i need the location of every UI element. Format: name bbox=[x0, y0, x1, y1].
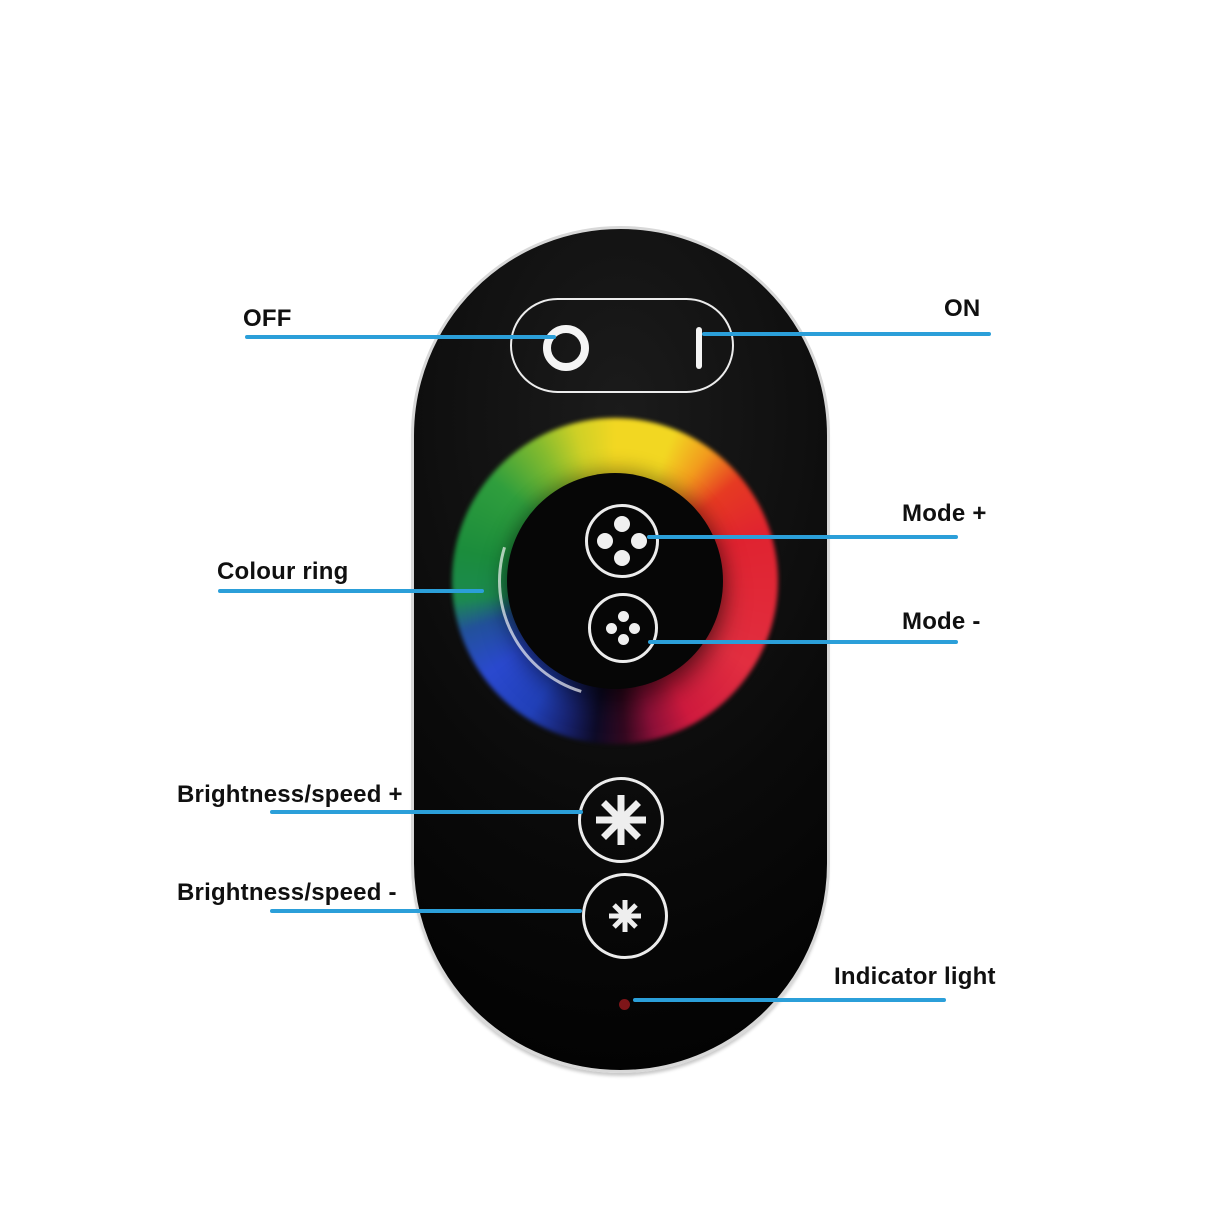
dot-icon bbox=[614, 516, 630, 532]
label-colour-ring: Colour ring bbox=[217, 558, 349, 585]
label-brightness-minus: Brightness/speed - bbox=[177, 879, 397, 906]
dot-icon bbox=[614, 550, 630, 566]
dot-icon bbox=[606, 622, 617, 634]
label-indicator: Indicator light bbox=[834, 963, 996, 990]
power-on-icon[interactable] bbox=[696, 327, 702, 369]
dot-icon bbox=[631, 533, 647, 549]
dot-icon bbox=[629, 622, 640, 634]
colour-ring-leader-line bbox=[218, 589, 484, 593]
indicator-leader-line bbox=[633, 998, 946, 1002]
dot-icon bbox=[597, 533, 613, 549]
indicator-light-dot bbox=[619, 999, 630, 1010]
dot-icon bbox=[617, 611, 629, 622]
off-leader-line bbox=[245, 335, 556, 339]
mode-plus-button[interactable] bbox=[585, 504, 659, 578]
power-off-icon[interactable] bbox=[543, 325, 589, 371]
asterisk-large-icon bbox=[596, 795, 646, 845]
colour-ring[interactable] bbox=[452, 418, 778, 744]
label-mode-plus: Mode + bbox=[902, 500, 987, 527]
on-leader-line bbox=[702, 332, 991, 336]
asterisk-small-icon bbox=[609, 900, 641, 932]
label-mode-minus: Mode - bbox=[902, 608, 981, 635]
brightness-minus-leader-line bbox=[270, 909, 582, 913]
label-brightness-plus: Brightness/speed + bbox=[177, 781, 403, 808]
power-switch[interactable] bbox=[510, 298, 734, 393]
brightness-plus-button[interactable] bbox=[578, 777, 664, 863]
mode-minus-button[interactable] bbox=[588, 593, 658, 663]
mode-minus-leader-line bbox=[648, 640, 958, 644]
brightness-plus-leader-line bbox=[270, 810, 583, 814]
dot-icon bbox=[617, 634, 629, 645]
remote-body bbox=[411, 226, 830, 1073]
label-off: OFF bbox=[243, 305, 292, 332]
brightness-minus-button[interactable] bbox=[582, 873, 668, 959]
label-on: ON bbox=[944, 295, 981, 322]
mode-plus-leader-line bbox=[647, 535, 958, 539]
